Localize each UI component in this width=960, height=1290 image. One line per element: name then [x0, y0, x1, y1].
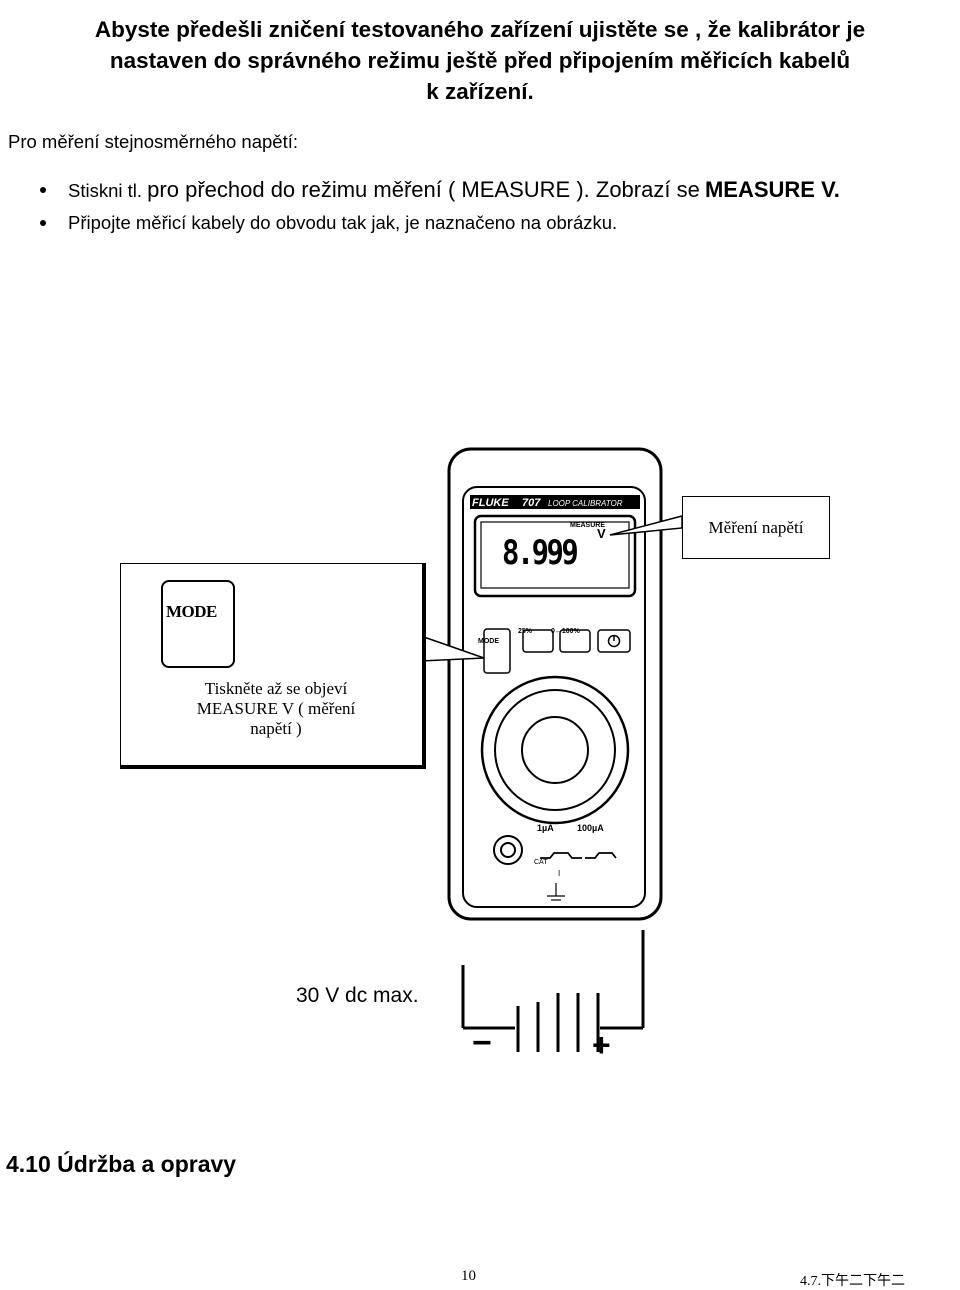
- jack-100ua-label: 100µA: [577, 823, 604, 833]
- instruction-list: Stiskni tl. pro přechod do režimu měření…: [40, 178, 930, 234]
- instruction-item-2: Připojte měřicí kabely do obvodu tak jak…: [40, 211, 930, 234]
- button-25-percent[interactable]: [522, 629, 554, 653]
- calibrator-figure: FLUKE 707 LOOP CALIBRATOR MEASURE V 8.99…: [0, 440, 960, 1060]
- cat-label: CAT: [534, 859, 548, 866]
- mode-callout-line-3: napětí ): [250, 719, 302, 738]
- instruction-1-part-b: pro přechod do režimu měření ( MEASURE )…: [147, 177, 700, 202]
- device-header-bar: [470, 495, 640, 509]
- mode-button-zoom: MODE: [161, 580, 235, 668]
- footer-date: 4.7.下午二下午二: [800, 1274, 905, 1289]
- display-mode-label: MEASURE: [570, 522, 605, 529]
- button-0-100-percent[interactable]: [559, 629, 591, 653]
- plus-symbol: +: [592, 1027, 611, 1060]
- warning-line-3: k zařízení.: [426, 79, 534, 104]
- mode-callout-line-1: Tiskněte až se objeví: [204, 679, 348, 698]
- jack-1ua-label: 1µA: [537, 823, 554, 833]
- minus-symbol: −: [472, 1024, 492, 1060]
- intro-text: Pro měření stejnosměrného napětí:: [8, 131, 298, 152]
- lcd-display: [480, 521, 630, 589]
- jack-1ua-symbol: [540, 852, 582, 859]
- instruction-item-1: Stiskni tl. pro přechod do režimu měření…: [40, 178, 930, 202]
- mode-callout: MODE Tiskněte až se objeví MEASURE V ( m…: [120, 563, 426, 769]
- mode-button-label: MODE: [478, 638, 499, 645]
- instruction-1-part-a: Stiskni tl.: [68, 180, 143, 201]
- jack-100ua-symbol: [585, 852, 617, 859]
- mode-button[interactable]: [483, 628, 511, 674]
- page-number: 10: [461, 1268, 476, 1284]
- display-reading: 8.999: [502, 534, 577, 573]
- max-voltage-label: 30 V dc max.: [296, 984, 419, 1007]
- display-unit: V: [597, 526, 606, 541]
- button-25-label: 25%: [518, 628, 533, 635]
- warning-line-2: nastaven do správného režimu ještě před …: [109, 48, 851, 73]
- button-0-100-label: 0↔100%: [551, 628, 581, 635]
- cat-roman-label: I: [558, 869, 560, 878]
- mode-button-zoom-label: MODE: [166, 602, 217, 621]
- brand-label: FLUKE: [472, 497, 509, 509]
- subtitle-label: LOOP CALIBRATOR: [548, 499, 623, 508]
- model-label: 707: [522, 497, 541, 509]
- warning-text: Abyste předešli zničení testovaného zaří…: [8, 14, 952, 107]
- section-heading: 4.10 Údržba a opravy: [6, 1151, 237, 1177]
- warning-line-1: Abyste předešli zničení testovaného zaří…: [94, 17, 866, 42]
- instruction-1-part-c: MEASURE V.: [704, 177, 840, 202]
- input-jack[interactable]: [493, 835, 523, 865]
- voltage-callout: Měření napětí: [682, 496, 830, 559]
- voltage-callout-text: Měření napětí: [708, 517, 804, 537]
- rotary-knob-center: [521, 716, 589, 784]
- mode-callout-text: Tiskněte až se objeví MEASURE V ( měření…: [181, 679, 371, 739]
- mode-callout-line-2: MEASURE V ( měření: [196, 699, 356, 718]
- calibrator-drawing: FLUKE 707 LOOP CALIBRATOR MEASURE V 8.99…: [420, 447, 683, 1060]
